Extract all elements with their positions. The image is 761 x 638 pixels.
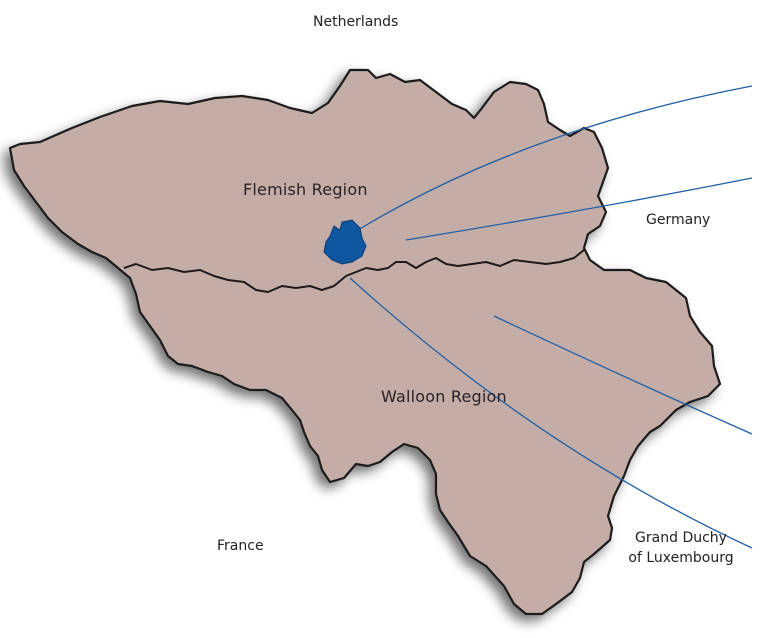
callout-line-3 (493, 315, 753, 435)
brussels-region[interactable] (323, 219, 367, 265)
label-netherlands: Netherlands (313, 14, 399, 30)
label-luxembourg-line2: of Luxembourg (628, 550, 734, 566)
label-luxembourg-line1: Grand Duchy (635, 530, 727, 546)
regional-border (123, 249, 585, 293)
label-luxembourg: Grand Duchy of Luxembourg (618, 528, 744, 568)
callout-line-4 (349, 277, 753, 549)
callout-lines (347, 85, 753, 549)
label-france: France (217, 538, 264, 554)
callout-line-2 (405, 177, 753, 241)
label-germany: Germany (646, 212, 711, 228)
belgium-outline (8, 68, 722, 616)
label-walloon-region: Walloon Region (381, 387, 507, 406)
label-flemish-region: Flemish Region (243, 180, 368, 199)
callout-line-1 (347, 85, 753, 237)
